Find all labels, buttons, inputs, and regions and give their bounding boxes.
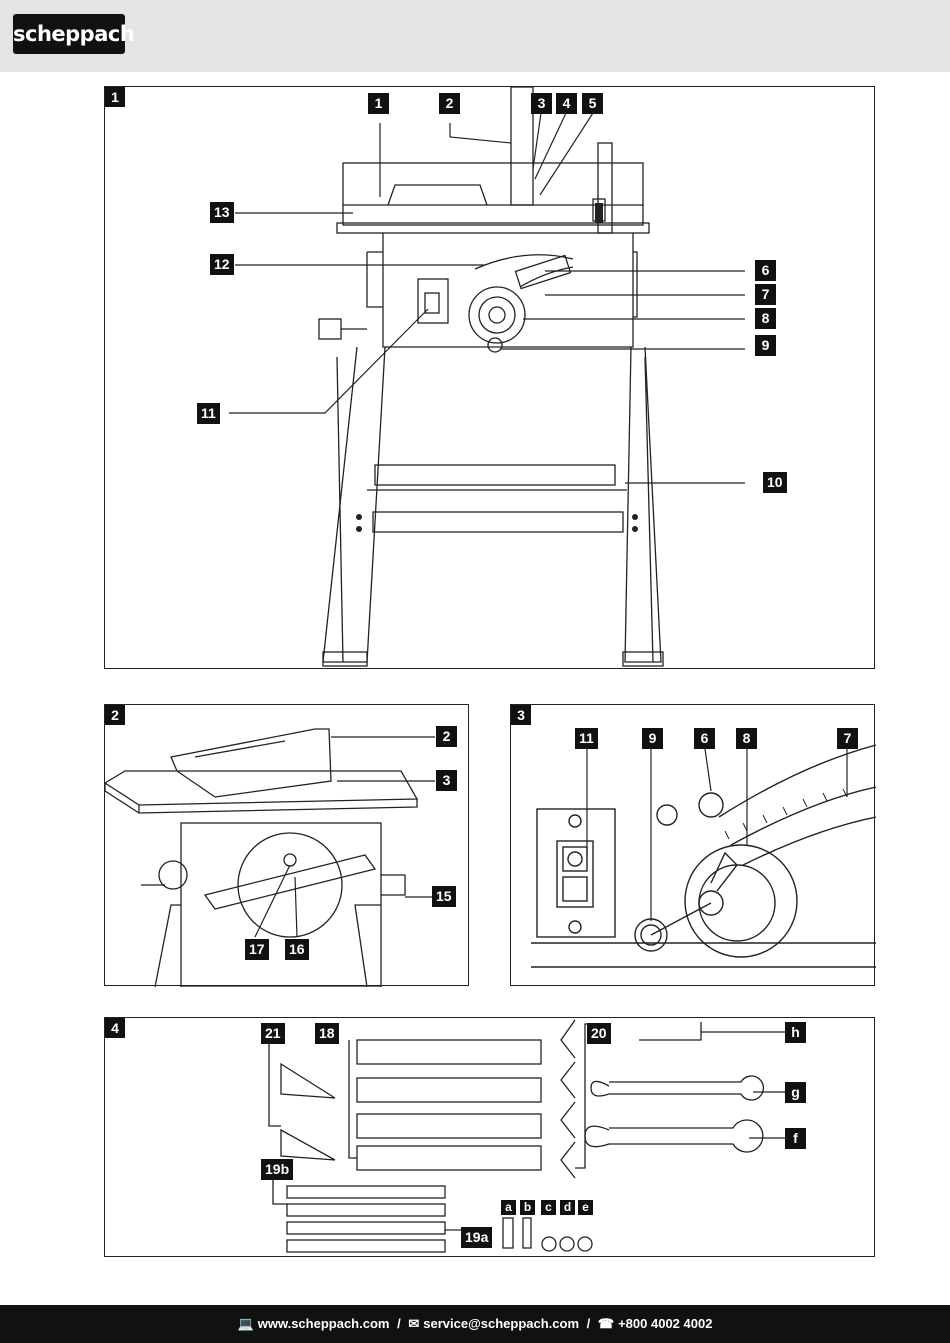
- figure-number: 2: [105, 705, 125, 725]
- label-4: 4: [556, 93, 577, 114]
- label-11: 11: [197, 403, 220, 424]
- label-17: 17: [245, 939, 269, 960]
- label-11: 11: [575, 728, 598, 749]
- label-8: 8: [736, 728, 757, 749]
- control-panel-detail-drawing: [531, 744, 876, 968]
- label-1: 1: [368, 93, 389, 114]
- page-header: scheppach: [0, 0, 950, 72]
- figure-number: 1: [105, 87, 125, 107]
- page-footer: 💻www.scheppach.com / ✉service@scheppach.…: [0, 1305, 950, 1343]
- computer-icon: 💻: [237, 1316, 254, 1331]
- label-7: 7: [837, 728, 858, 749]
- figure-3-panel: 3: [510, 704, 876, 986]
- label-3: 3: [531, 93, 552, 114]
- label-18: 18: [315, 1023, 339, 1044]
- phone-number[interactable]: +800 4002 4002: [618, 1316, 713, 1331]
- label-2: 2: [439, 93, 460, 114]
- label-6: 6: [755, 260, 776, 281]
- figure-number: 3: [511, 705, 531, 725]
- label-7: 7: [755, 284, 776, 305]
- label-10: 10: [763, 472, 787, 493]
- label-g: g: [785, 1082, 806, 1103]
- label-16: 16: [285, 939, 309, 960]
- label-d: d: [560, 1200, 575, 1215]
- label-12: 12: [210, 254, 234, 275]
- phone-icon: ☎: [597, 1316, 615, 1331]
- figure-number: 4: [105, 1018, 125, 1038]
- website-link[interactable]: www.scheppach.com: [257, 1316, 390, 1331]
- figure-4-panel: 4: [104, 1017, 875, 1257]
- table-saw-side-view-drawing: [105, 728, 435, 987]
- accessories-parts-drawing: [268, 1019, 785, 1253]
- label-b: b: [520, 1200, 535, 1215]
- label-f: f: [785, 1128, 806, 1149]
- separator: /: [586, 1316, 591, 1331]
- table-saw-front-view-drawing: [229, 87, 745, 667]
- label-19a: 19a: [461, 1227, 493, 1248]
- label-15: 15: [432, 886, 456, 907]
- label-a: a: [501, 1200, 516, 1215]
- label-13: 13: [210, 202, 234, 223]
- label-2: 2: [436, 726, 457, 747]
- label-8: 8: [755, 308, 776, 329]
- label-19b: 19b: [261, 1159, 294, 1180]
- label-c: c: [541, 1200, 556, 1215]
- mail-icon: ✉: [408, 1316, 420, 1331]
- label-6: 6: [694, 728, 715, 749]
- label-3: 3: [436, 770, 457, 791]
- brand-logo: scheppach: [13, 14, 135, 54]
- label-h: h: [785, 1022, 806, 1043]
- separator: /: [397, 1316, 401, 1331]
- figure-1-panel: 1: [104, 86, 875, 669]
- label-9: 9: [642, 728, 663, 749]
- label-9: 9: [755, 335, 776, 356]
- label-e: e: [578, 1200, 593, 1215]
- label-20: 20: [587, 1023, 611, 1044]
- email-link[interactable]: service@scheppach.com: [423, 1316, 580, 1331]
- label-5: 5: [582, 93, 603, 114]
- figure-2-panel: 2 2 3 15 17 16: [104, 704, 469, 987]
- label-21: 21: [261, 1023, 285, 1044]
